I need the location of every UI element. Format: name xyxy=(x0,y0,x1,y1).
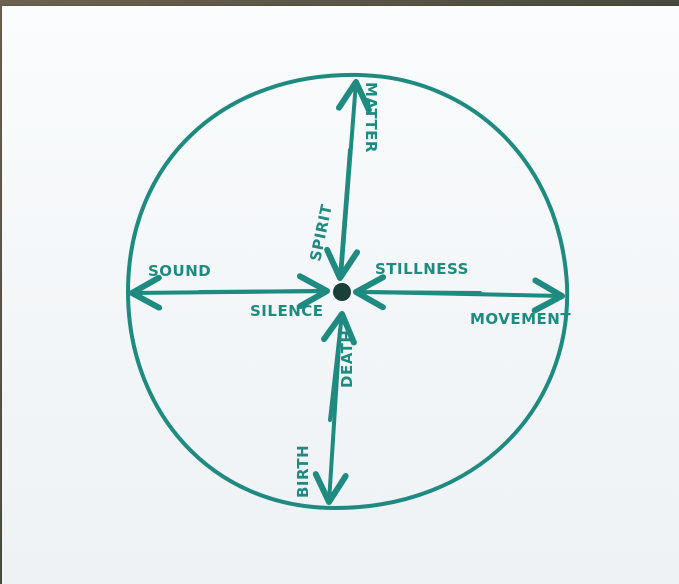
arrow-movement xyxy=(370,292,562,296)
center-dot xyxy=(333,283,351,301)
label-matter: MATTER xyxy=(362,82,380,153)
label-silence: SILENCE xyxy=(250,302,324,320)
label-stillness: STILLNESS xyxy=(375,260,469,278)
arrow-silence xyxy=(200,291,327,292)
label-sound: SOUND xyxy=(148,262,211,280)
label-movement: MOVEMENT xyxy=(470,310,571,328)
label-birth: BIRTH xyxy=(294,445,312,498)
label-spirit: SPIRIT xyxy=(306,202,336,262)
label-death: DEATH xyxy=(338,330,356,388)
arrow-spirit xyxy=(340,150,350,278)
